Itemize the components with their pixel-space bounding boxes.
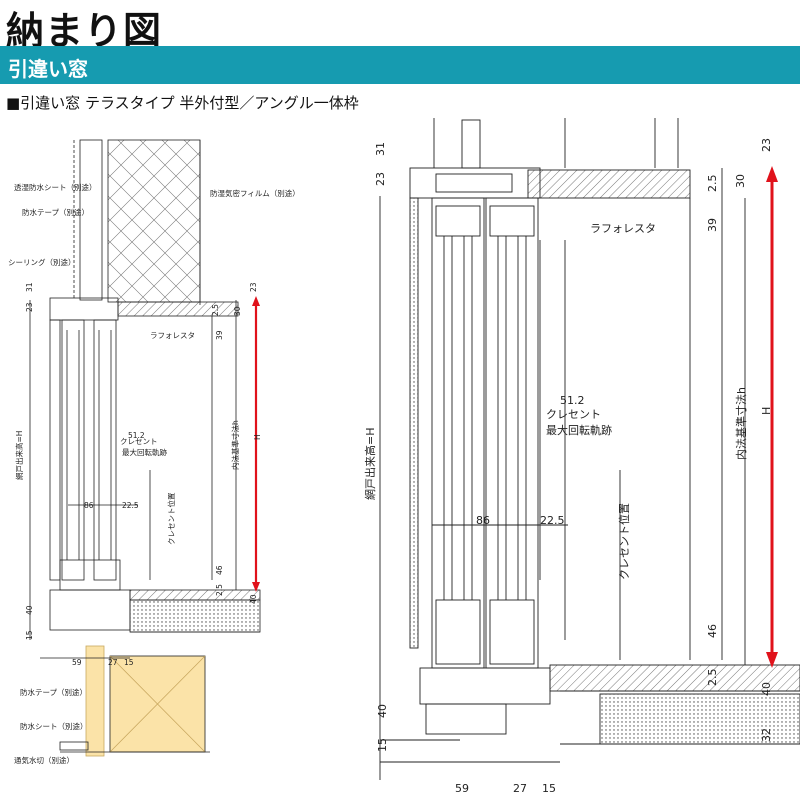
right-dim-23a: 23 <box>374 172 387 186</box>
left-label-board: ラフォレスタ <box>150 331 195 340</box>
right-side-frame <box>409 197 419 649</box>
left-sash-inner <box>93 319 117 581</box>
left-dim-22-5: 22.5 <box>122 501 139 510</box>
left-label-sheet2: 防水シート（別途） <box>20 721 88 731</box>
left-label-sealing: シーリング（別途） <box>8 257 76 267</box>
right-dim-15: 15 <box>376 738 389 752</box>
right-sash-inner <box>485 197 539 669</box>
right-dim-2-5b: 2.5 <box>706 669 719 687</box>
left-dim-30: 30 <box>233 306 242 316</box>
right-dim-59: 59 <box>455 782 469 795</box>
section-title: 引違い窓 <box>8 57 88 81</box>
right-height-arrow <box>766 166 778 668</box>
left-labels: 透湿防水シート（別途） 防水テープ（別途） シーリング（別途） 防湿気密フィルム… <box>8 182 300 765</box>
right-sill-frame <box>419 667 551 705</box>
right-label-height: 網戸出来高=H <box>363 428 377 501</box>
left-dim-39: 39 <box>215 330 224 340</box>
left-label-sheet: 透湿防水シート（別途） <box>14 182 97 192</box>
left-dimensions: 31 23 23 2.5 30 39 51.2 86 22.5 46 2.5 4… <box>25 282 258 667</box>
right-dim-23b: 23 <box>760 138 773 152</box>
right-label-crescent: クレセント <box>546 408 601 421</box>
left-dim-31: 31 <box>25 282 34 292</box>
right-label-inner: 内法基準寸法h <box>734 387 748 460</box>
left-label-height: 網戸出来高=H <box>14 431 24 480</box>
left-dim-59: 59 <box>72 658 82 667</box>
left-dim-15b: 15 <box>124 658 134 667</box>
right-floor <box>599 693 800 745</box>
left-label-H: H <box>253 434 262 440</box>
right-dim-86: 86 <box>476 514 490 527</box>
left-label-crescent-pos: クレセント位置 <box>166 492 176 545</box>
right-dim-51-2: 51.2 <box>560 394 585 407</box>
right-label-crescent-track: 最大回転軌跡 <box>546 423 612 437</box>
right-label-crescent-pos: クレセント位置 <box>617 503 631 580</box>
right-dim-39: 39 <box>706 218 719 232</box>
left-dim-40a: 40 <box>25 605 34 615</box>
right-dim-30: 30 <box>734 174 747 188</box>
page-title: 納まり図 <box>6 9 163 53</box>
left-sash-outer <box>61 319 85 581</box>
left-sill-frame <box>49 589 131 631</box>
right-dim-2-5a: 2.5 <box>706 175 719 193</box>
left-dim-40b: 40 <box>249 594 258 604</box>
left-head-board <box>117 301 239 317</box>
left-label-crescent-track: 最大回転軌跡 <box>122 447 167 457</box>
right-diagram <box>379 118 800 780</box>
left-dim-86: 86 <box>84 501 94 510</box>
left-dim-51-2: 51.2 <box>128 431 145 440</box>
right-label-board: ラフォレスタ <box>590 222 656 235</box>
right-dim-46: 46 <box>706 624 719 638</box>
right-dim-27: 27 <box>513 782 527 795</box>
left-wall-insulation <box>107 139 201 303</box>
left-label-vent: 通気水切（別途） <box>14 755 74 765</box>
left-label-film: 防湿気密フィルム（別途） <box>210 188 300 198</box>
left-dim-23b: 23 <box>249 282 258 292</box>
section-bar: 引違い窓 <box>0 46 800 84</box>
left-wall-stud <box>79 139 103 301</box>
left-label-tape2: 防水テープ（別途） <box>20 687 87 697</box>
left-label-inner: 内法基準寸法h <box>230 420 240 470</box>
left-label-crescent: クレセント <box>120 437 158 446</box>
left-floor <box>129 599 261 633</box>
right-dim-40b: 40 <box>760 682 773 696</box>
right-labels: ラフォレスタ クレセント 最大回転軌跡 網戸出来高=H クレセント位置 内法基準… <box>363 222 773 580</box>
left-dim-15: 15 <box>25 630 34 640</box>
right-dim-15b: 15 <box>542 782 556 795</box>
right-dim-22-5: 22.5 <box>540 514 565 527</box>
right-head-frame <box>409 167 541 199</box>
left-dim-2-5b: 2.5 <box>215 584 224 596</box>
right-sash-outer <box>431 197 485 669</box>
right-dim-31: 31 <box>374 142 387 156</box>
right-dimensions: 31 23 23 2.5 30 39 51.2 86 22.5 46 2.5 4… <box>374 138 773 795</box>
left-dim-23a: 23 <box>25 302 34 312</box>
right-dim-40a: 40 <box>376 704 389 718</box>
left-dim-2-5a: 2.5 <box>211 304 220 316</box>
right-head-board <box>527 169 691 199</box>
left-dim-46: 46 <box>215 565 224 575</box>
left-label-tape: 防水テープ（別途） <box>22 207 89 217</box>
diagram-subtitle: ■引違い窓 テラスタイプ 半外付型／アングル一体枠 <box>6 94 359 112</box>
right-label-H: H <box>760 407 773 415</box>
left-diagram <box>29 139 261 757</box>
left-dim-27: 27 <box>108 658 118 667</box>
right-dim-32: 32 <box>760 728 773 742</box>
